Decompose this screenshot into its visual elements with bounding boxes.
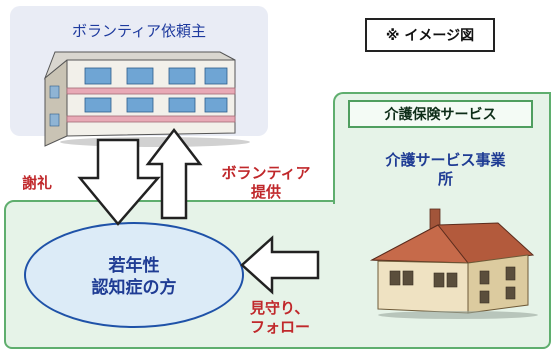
thanks-label: 謝礼 bbox=[22, 174, 53, 192]
area-seam bbox=[335, 198, 549, 204]
watch-line1: 見守り、 bbox=[250, 299, 310, 317]
watch-left-arrow-icon bbox=[240, 235, 320, 295]
person-ellipse bbox=[24, 222, 244, 328]
provider-line1: 介護サービス事業 bbox=[385, 151, 506, 169]
volunteer-line1: ボランティア bbox=[221, 164, 311, 182]
provider-line2: 所 bbox=[437, 170, 453, 188]
volunteer-up-arrow-icon bbox=[145, 127, 203, 220]
house-icon bbox=[370, 208, 538, 319]
apartment-building-icon bbox=[43, 51, 250, 147]
person-line1: 若年性 bbox=[108, 256, 160, 276]
person-line2: 認知症の方 bbox=[91, 278, 177, 298]
insurance-service-label: 介護保険サービス bbox=[348, 100, 533, 128]
care-provider-label: 介護サービス事業 所 bbox=[353, 151, 538, 189]
watch-follow-label: 見守り、 フォロー bbox=[250, 299, 310, 337]
thanks-down-arrow-icon bbox=[77, 138, 161, 226]
watch-line2: フォロー bbox=[250, 318, 311, 336]
volunteer-line2: 提供 bbox=[250, 183, 281, 201]
requester-title: ボランティア依頼主 bbox=[71, 22, 207, 40]
image-note: ※ イメージ図 bbox=[365, 18, 495, 52]
person-label: 若年性 認知症の方 bbox=[24, 255, 244, 299]
volunteer-provision-label: ボランティア 提供 bbox=[206, 164, 326, 202]
